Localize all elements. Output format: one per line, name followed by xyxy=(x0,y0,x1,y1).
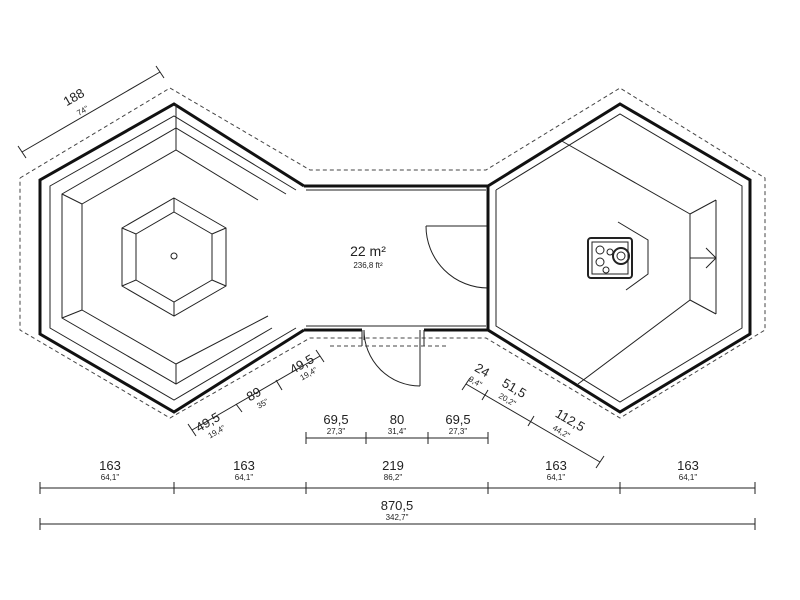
dim-left-b-cm: 89 xyxy=(244,384,264,404)
arrow-right-icon xyxy=(690,247,717,269)
hex-table xyxy=(121,197,227,317)
door-swing-icon xyxy=(425,225,489,289)
dim-door-a-in: 27,3" xyxy=(327,427,346,436)
dim-seg1-in: 64,1" xyxy=(101,473,120,482)
dim-segments: 163 64,1" 163 64,1" 219 86,2" 163 64,1" … xyxy=(39,458,756,494)
dim-right-slant: 24 9,4" 51,5 20,2" 112,5 44,2" xyxy=(461,360,605,469)
dim-right-a-cm: 24 xyxy=(472,360,492,380)
dim-door-c-cm: 69,5 xyxy=(445,412,470,427)
dim-seg3-in: 86,2" xyxy=(384,473,403,482)
left-hex-room xyxy=(38,102,305,414)
dim-left-slant: 49,5 19,4" 89 35" 49,5 19,4" xyxy=(187,349,325,440)
dim-total-cm: 870,5 xyxy=(381,498,414,513)
entrance-door xyxy=(330,329,446,387)
dim-total-in: 342,7" xyxy=(386,513,409,522)
dim-seg4-cm: 163 xyxy=(545,458,567,473)
area-m2: 22 m² xyxy=(350,243,386,259)
sauna-bench xyxy=(559,139,691,385)
dim-door-b-in: 31,4" xyxy=(388,427,407,436)
dim-seg3-cm: 219 xyxy=(382,458,404,473)
dim-door-a-cm: 69,5 xyxy=(323,412,348,427)
dim-seg1-cm: 163 xyxy=(99,458,121,473)
dim-seg5-cm: 163 xyxy=(677,458,699,473)
dim-hex-side-in: 74" xyxy=(75,104,90,118)
dim-hex-side: 188 74" xyxy=(17,65,165,159)
table-center-icon xyxy=(170,252,178,260)
area-ft2: 236,8 ft² xyxy=(353,261,383,270)
bench xyxy=(61,127,287,385)
corridor xyxy=(304,184,488,332)
dim-seg5-in: 64,1" xyxy=(679,473,698,482)
dim-seg2-in: 64,1" xyxy=(235,473,254,482)
dim-total: 870,5 342,7" xyxy=(39,498,756,530)
dim-door-row: 69,5 27,3" 80 31,4" 69,5 27,3" xyxy=(305,412,489,444)
dim-seg2-cm: 163 xyxy=(233,458,255,473)
dim-door-b-cm: 80 xyxy=(390,412,404,427)
dim-door-c-in: 27,3" xyxy=(449,427,468,436)
sauna-stove-icon xyxy=(587,221,649,291)
right-hex-sauna xyxy=(486,102,752,414)
dashed-outline xyxy=(19,87,766,419)
dim-seg4-in: 64,1" xyxy=(547,473,566,482)
